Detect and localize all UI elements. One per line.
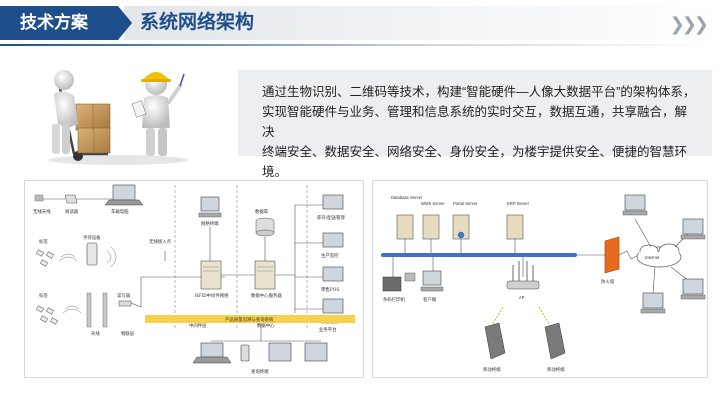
label-handheld: 手持设备 bbox=[83, 234, 101, 241]
label-mobile-terminal-1: 移动终端 bbox=[483, 366, 501, 373]
middleware-server-icon bbox=[200, 260, 222, 290]
label-internet: Internet bbox=[645, 255, 660, 260]
gate-antenna-icon bbox=[86, 292, 108, 328]
label-business-platform: 业务平台 bbox=[319, 326, 337, 333]
label-antenna: 天线 bbox=[91, 330, 100, 337]
label-firewall: 防火墙 bbox=[601, 278, 615, 285]
laptop-icon bbox=[104, 184, 144, 206]
label-vehicle-pc: 车载电脑 bbox=[111, 208, 129, 215]
label-wireless-antenna: 无线天线 bbox=[33, 208, 51, 215]
business-terminals bbox=[295, 194, 344, 314]
traceability-banner bbox=[145, 315, 355, 323]
label-rfid-middleware: RFID中间件网络 bbox=[195, 292, 229, 299]
barcode-printer-icon bbox=[382, 276, 402, 292]
label-query-terminal: 查询终端 bbox=[251, 368, 269, 375]
label-rw-device: 读写器 bbox=[117, 292, 131, 299]
label-network-terminal: 网络终端 bbox=[201, 220, 219, 227]
network-topology-diagram: Database Server WMS Server Portal Server… bbox=[372, 180, 708, 378]
label-erp-server: ERP Server bbox=[507, 201, 530, 206]
header-divider bbox=[0, 44, 720, 46]
label-iot-layer: 物联层 bbox=[121, 330, 135, 337]
rfid-diagram-canvas: 无线天线 阅读器 车载电脑 标签 手持设备 标签 bbox=[33, 184, 355, 375]
client-pc-icon bbox=[404, 270, 444, 292]
intro-line: 通过生物识别、二维码等技术，构建“智能硬件—人像大数据平台”的架构体系， bbox=[262, 85, 696, 99]
database-icon bbox=[255, 217, 275, 237]
access-point-icon bbox=[506, 261, 540, 290]
page-title: 系统网络架构 bbox=[140, 12, 255, 33]
reader-icon bbox=[64, 194, 78, 204]
data-center-server-icon bbox=[254, 260, 276, 290]
label-banner: 产品质量追溯与查询系统 bbox=[225, 316, 274, 323]
query-terminals bbox=[192, 342, 328, 364]
tag-icons bbox=[36, 249, 54, 267]
label-client: 客户端 bbox=[423, 296, 437, 303]
label-data-center: 数据中心 bbox=[257, 322, 275, 329]
label-data-center-server: 数据中心服务器 bbox=[251, 292, 282, 299]
label-portal-server: Portal Server bbox=[453, 201, 478, 206]
label-reader: 阅读器 bbox=[65, 208, 79, 215]
server-row bbox=[396, 214, 524, 240]
label-mobile-terminal-2: 移动终端 bbox=[547, 366, 565, 373]
label-tag-2: 标签 bbox=[39, 292, 48, 299]
worker-illustration bbox=[48, 70, 188, 165]
label-production: 生产监控 bbox=[321, 252, 339, 259]
firewall-icon bbox=[604, 236, 620, 274]
label-wireless-ap: 无线接入点 bbox=[149, 238, 172, 245]
antenna-icon bbox=[34, 194, 44, 202]
section-tag: 技术方案 bbox=[0, 6, 132, 40]
chevrons-icon: ❯❯❯ bbox=[669, 14, 709, 34]
intro-line: 实现智能硬件与业务、管理和信息系统的实时交互，数据互通，共享融合，解决 bbox=[262, 105, 688, 139]
label-inventory: 库存/配送管理 bbox=[317, 214, 345, 221]
header: 技术方案 系统网络架构 ❯❯❯ bbox=[0, 0, 720, 50]
rw-device-icon bbox=[118, 300, 132, 307]
label-tag-1: 标签 bbox=[39, 238, 48, 245]
label-database-server: Database Server bbox=[391, 195, 423, 200]
label-database: 数据库 bbox=[255, 208, 269, 215]
mobile-terminal-icon bbox=[544, 322, 566, 360]
remote-clients bbox=[622, 194, 706, 314]
title-bar bbox=[124, 6, 720, 40]
label-ap: AP bbox=[519, 295, 525, 300]
label-middleware-layer: 中间件层 bbox=[189, 322, 207, 329]
internet-cloud-icon bbox=[636, 243, 682, 268]
tag-icons-2 bbox=[36, 305, 58, 325]
intro-textbox: 通过生物识别、二维码等技术，构建“智能硬件—人像大数据平台”的架构体系， 实现智… bbox=[238, 70, 712, 179]
intro-line: 终端安全、数据安全、网络安全、身份安全，为楼宇提供安全、便捷的智慧环境。 bbox=[262, 145, 688, 179]
label-wms-server: WMS Server bbox=[421, 201, 445, 206]
rfid-architecture-diagram: 无线天线 阅读器 车载电脑 标签 手持设备 标签 bbox=[24, 180, 364, 378]
network-diagram-canvas: Database Server WMS Server Portal Server… bbox=[381, 194, 706, 373]
label-barcode-printer: 条码打印机 bbox=[383, 296, 406, 303]
network-terminal-icon bbox=[198, 196, 222, 218]
handheld-icon bbox=[86, 242, 98, 266]
network-backbone bbox=[381, 253, 577, 257]
label-retail-pos: 零售POS bbox=[321, 286, 339, 293]
mobile-terminal-icon bbox=[484, 322, 506, 360]
